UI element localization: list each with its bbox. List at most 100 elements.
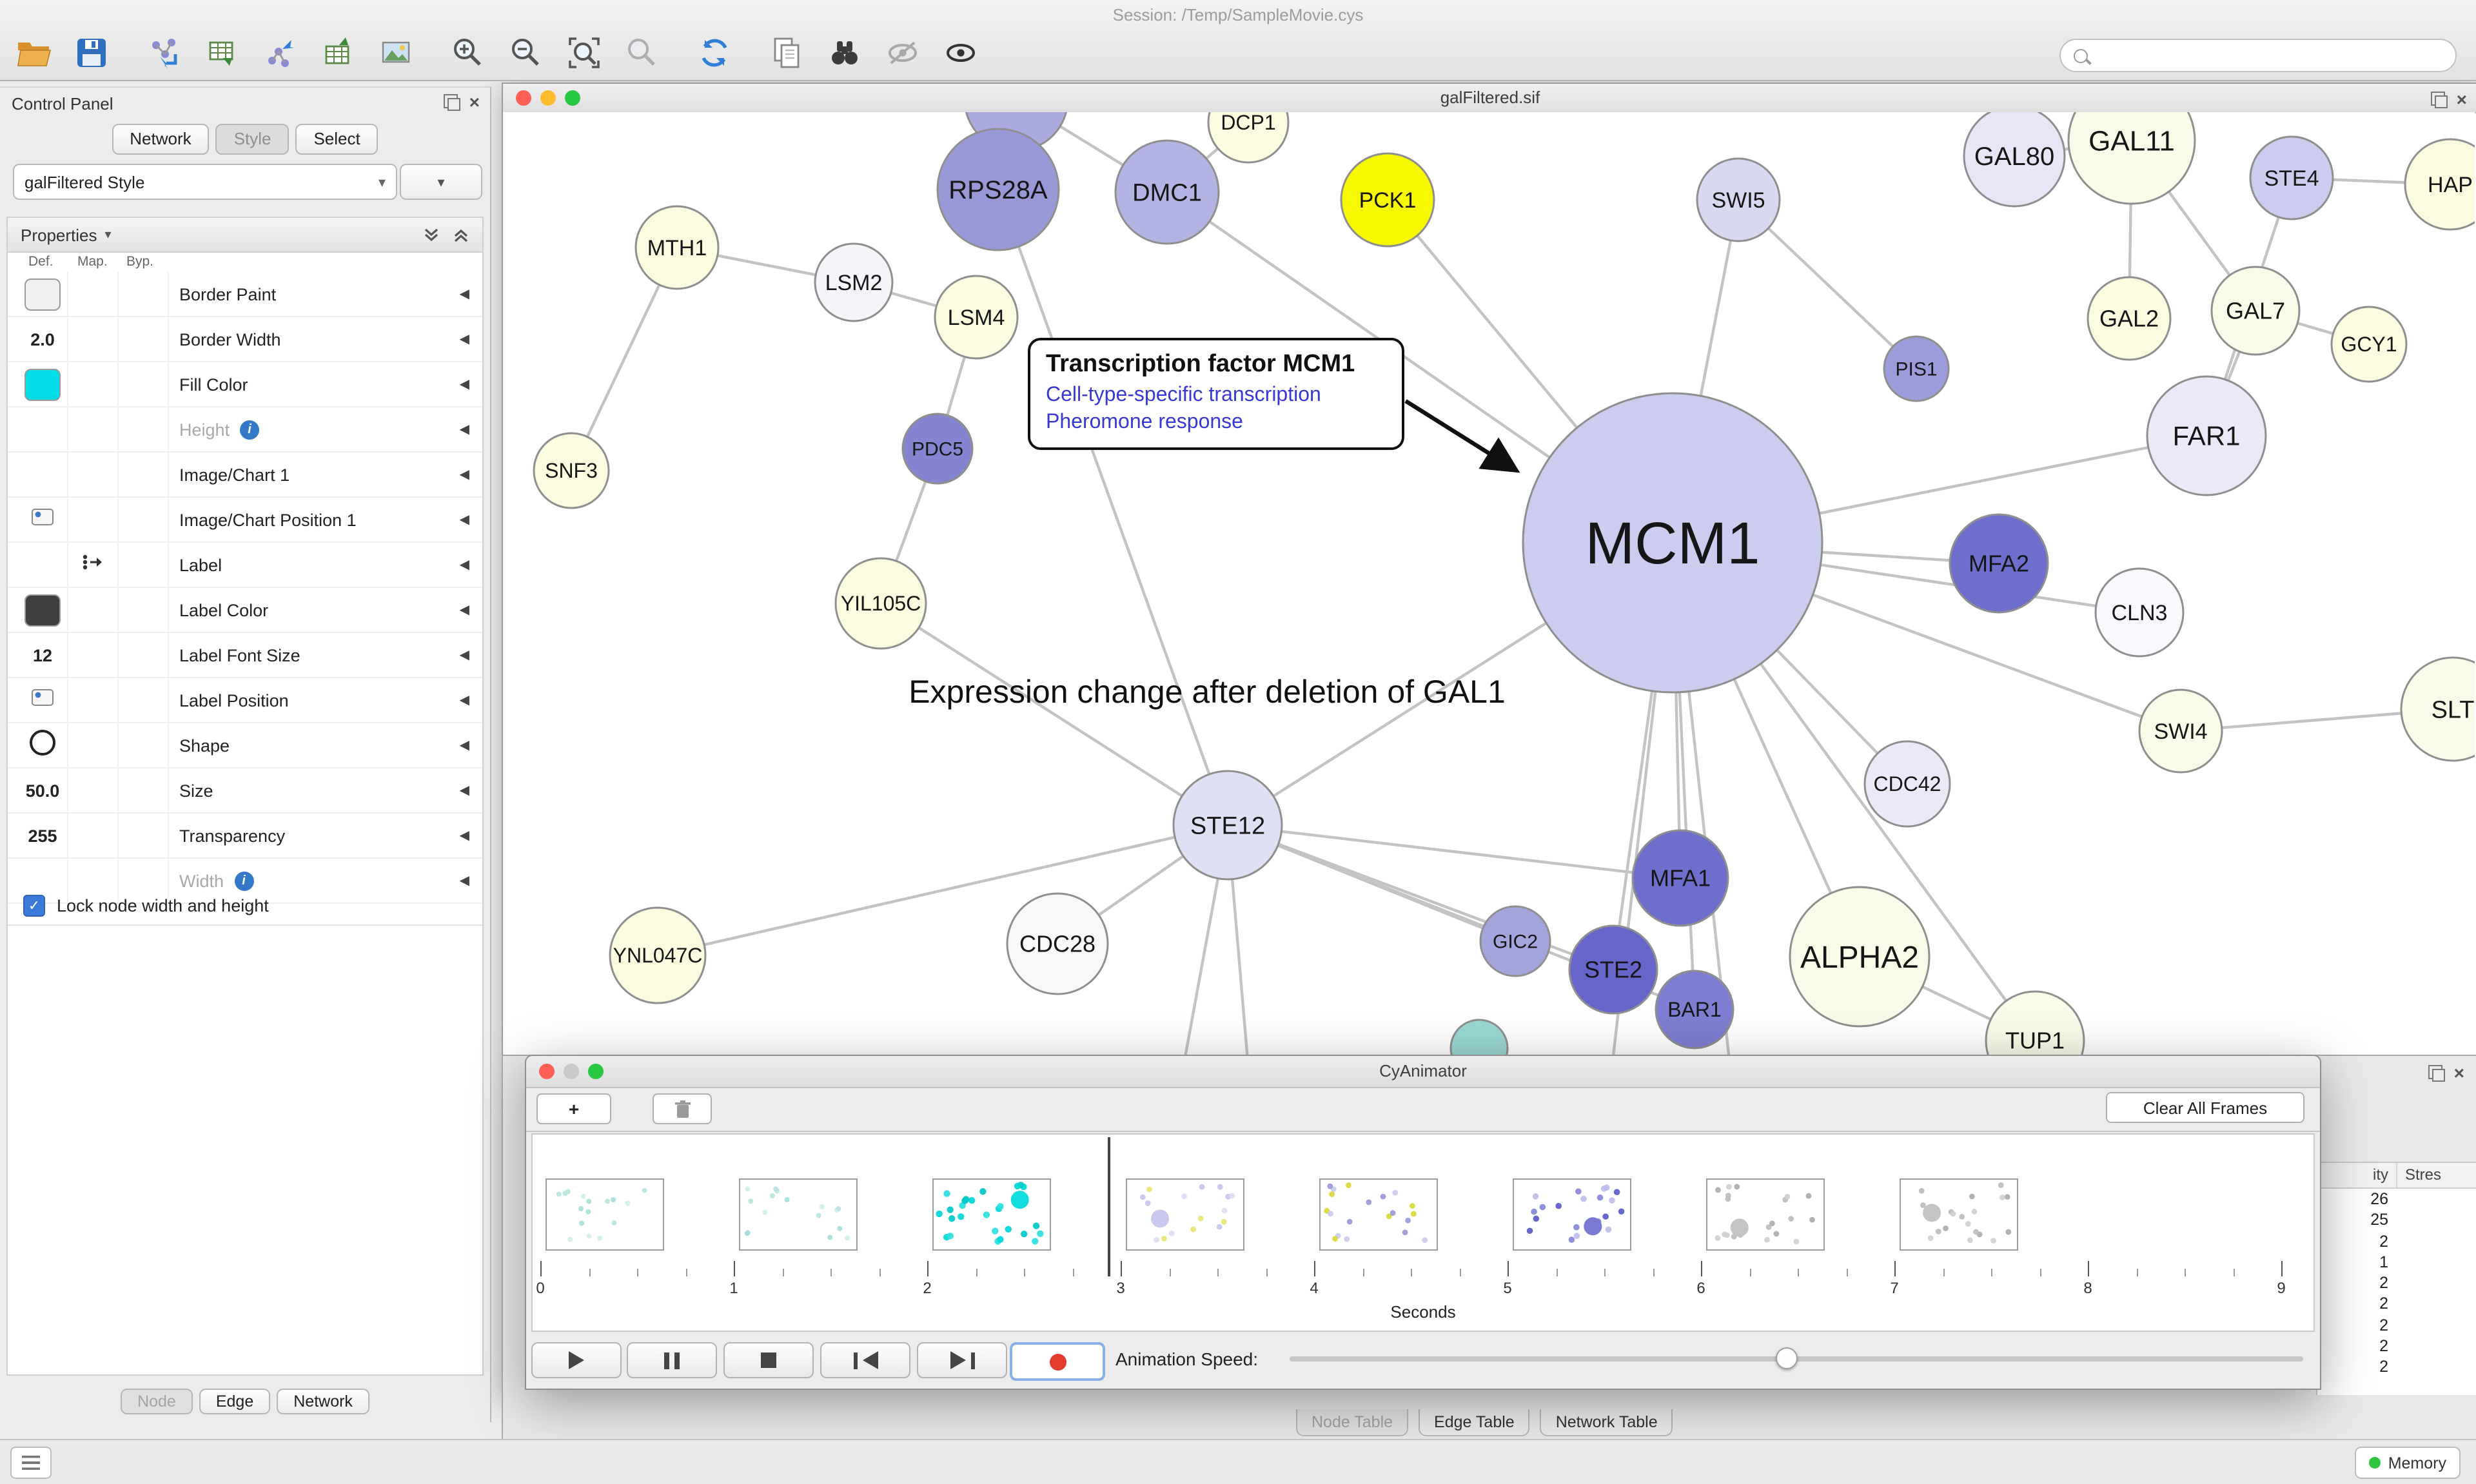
export-table-icon[interactable] (317, 32, 359, 73)
tab-edge-table[interactable]: Edge Table (1419, 1409, 1530, 1436)
property-row-border-paint[interactable]: Border Paint◀ (8, 272, 482, 317)
style-selector[interactable]: galFiltered Style ▾ (13, 164, 397, 200)
export-image-icon[interactable] (375, 32, 417, 73)
tab-style[interactable]: Style (215, 124, 290, 155)
network-node-hap[interactable]: HAP (2404, 138, 2475, 231)
network-node-swi4[interactable]: SWI4 (2138, 688, 2223, 774)
zoom-selected-icon[interactable] (622, 32, 663, 73)
network-node-cln3[interactable]: CLN3 (2094, 567, 2185, 658)
network-node-slt[interactable]: SLT (2400, 656, 2475, 762)
property-cell-map[interactable] (68, 768, 119, 812)
network-node-swi5[interactable]: SWI5 (1696, 157, 1781, 242)
close-table-panel-icon[interactable]: × (2453, 1062, 2464, 1082)
table-column-header[interactable]: Stres (2405, 1166, 2442, 1184)
save-session-icon[interactable] (71, 32, 112, 73)
float-table-panel-icon[interactable] (2428, 1065, 2445, 1082)
close-window-icon[interactable] (539, 1064, 555, 1079)
search-box[interactable] (2059, 39, 2457, 72)
table-row[interactable]: 2 (2379, 1316, 2388, 1334)
network-node-mfa2[interactable]: MFA2 (1949, 513, 2049, 614)
property-cell-byp[interactable] (119, 453, 169, 496)
network-node-alpha2[interactable]: ALPHA2 (1789, 886, 1931, 1028)
close-panel-icon[interactable]: × (469, 91, 480, 112)
network-node-ste4[interactable]: STE4 (2249, 135, 2334, 220)
zoom-in-icon[interactable] (447, 32, 489, 73)
property-cell-def[interactable] (18, 407, 68, 451)
table-column-header[interactable]: ity (2317, 1163, 2397, 1187)
stop-button[interactable] (723, 1342, 814, 1378)
apply-layout-icon[interactable] (694, 32, 735, 73)
network-node-gic2[interactable]: GIC2 (1479, 905, 1551, 977)
property-cell-map[interactable] (68, 633, 119, 677)
annotation-link[interactable]: Cell-type-specific transcription (1046, 384, 1321, 406)
property-row-image-chart-position-1[interactable]: Image/Chart Position 1◀ (8, 498, 482, 543)
lock-row[interactable]: ✓ Lock node width and height (8, 886, 482, 926)
play-button[interactable] (531, 1342, 622, 1378)
network-node-snf3[interactable]: SNF3 (533, 432, 610, 509)
property-cell-map[interactable] (68, 272, 119, 316)
network-node-ste12[interactable]: STE12 (1172, 770, 1283, 881)
expand-arrow-icon[interactable]: ◀ (459, 332, 469, 346)
property-row-shape[interactable]: Shape◀ (8, 723, 482, 768)
frame-thumbnail-2[interactable] (932, 1178, 1051, 1251)
close-view-icon[interactable]: × (2456, 88, 2467, 109)
property-cell-def[interactable] (18, 498, 68, 542)
skip-start-button[interactable] (820, 1342, 910, 1378)
expand-arrow-icon[interactable]: ◀ (459, 287, 469, 301)
property-cell-def[interactable]: 2.0 (18, 317, 68, 361)
network-node-pck1[interactable]: PCK1 (1340, 152, 1435, 248)
export-network-icon[interactable] (259, 32, 300, 73)
frame-thumbnail-6[interactable] (1706, 1178, 1825, 1251)
add-frame-button[interactable]: + (536, 1093, 611, 1124)
property-cell-byp[interactable] (119, 407, 169, 451)
table-row[interactable]: 2 (2379, 1274, 2388, 1293)
expand-arrow-icon[interactable]: ◀ (459, 738, 469, 752)
property-cell-def[interactable] (18, 272, 68, 316)
network-window-titlebar[interactable]: galFiltered.sif × (503, 84, 2476, 113)
memory-button[interactable]: Memory (2354, 1447, 2461, 1479)
property-cell-map[interactable] (68, 588, 119, 632)
frame-thumbnail-4[interactable] (1319, 1178, 1438, 1251)
network-node-gal2[interactable]: GAL2 (2087, 276, 2172, 361)
network-node-rps28a[interactable]: RPS28A (936, 128, 1060, 251)
find-icon[interactable] (824, 32, 865, 73)
network-node-gal7[interactable]: GAL7 (2210, 266, 2301, 356)
network-node-dcp1[interactable]: DCP1 (1207, 112, 1290, 164)
property-cell-byp[interactable] (119, 362, 169, 406)
expand-all-icon[interactable] (453, 226, 469, 243)
expand-arrow-icon[interactable]: ◀ (459, 422, 469, 436)
expand-arrow-icon[interactable]: ◀ (459, 693, 469, 707)
expand-arrow-icon[interactable]: ◀ (459, 648, 469, 662)
frame-thumbnail-1[interactable] (739, 1178, 858, 1251)
tab-network[interactable]: Network (277, 1389, 369, 1414)
pause-button[interactable] (627, 1342, 717, 1378)
property-cell-def[interactable]: 255 (18, 814, 68, 857)
expand-arrow-icon[interactable]: ◀ (459, 377, 469, 391)
playhead[interactable] (1108, 1137, 1110, 1276)
network-node-dmc1[interactable]: DMC1 (1114, 139, 1220, 245)
network-node-lsm4[interactable]: LSM4 (934, 275, 1019, 360)
network-node-gcy1[interactable]: GCY1 (2330, 306, 2408, 383)
network-node-far1[interactable]: FAR1 (2146, 375, 2267, 496)
hide-selected-icon[interactable] (882, 32, 923, 73)
float-panel-icon[interactable] (443, 94, 460, 111)
tab-network[interactable]: Network (112, 124, 210, 155)
table-row[interactable]: 1 (2379, 1253, 2388, 1271)
property-cell-map[interactable] (68, 317, 119, 361)
skip-end-button[interactable] (917, 1342, 1007, 1378)
properties-caret-icon[interactable]: ▾ (104, 228, 112, 242)
property-cell-byp[interactable] (119, 543, 169, 587)
network-node-bar1[interactable]: BAR1 (1655, 970, 1734, 1050)
property-cell-byp[interactable] (119, 498, 169, 542)
network-node-mfa1[interactable]: MFA1 (1631, 829, 1729, 927)
table-row[interactable]: 2 (2379, 1337, 2388, 1356)
property-cell-byp[interactable] (119, 678, 169, 722)
property-cell-byp[interactable] (119, 272, 169, 316)
show-panels-button[interactable] (10, 1447, 52, 1479)
network-node-cdc42[interactable]: CDC42 (1863, 740, 1951, 828)
style-options-button[interactable]: ▾ (400, 164, 482, 200)
table-row[interactable]: 2 (2379, 1358, 2388, 1376)
clear-all-frames-button[interactable]: Clear All Frames (2106, 1092, 2304, 1123)
copy-icon[interactable] (766, 32, 807, 73)
